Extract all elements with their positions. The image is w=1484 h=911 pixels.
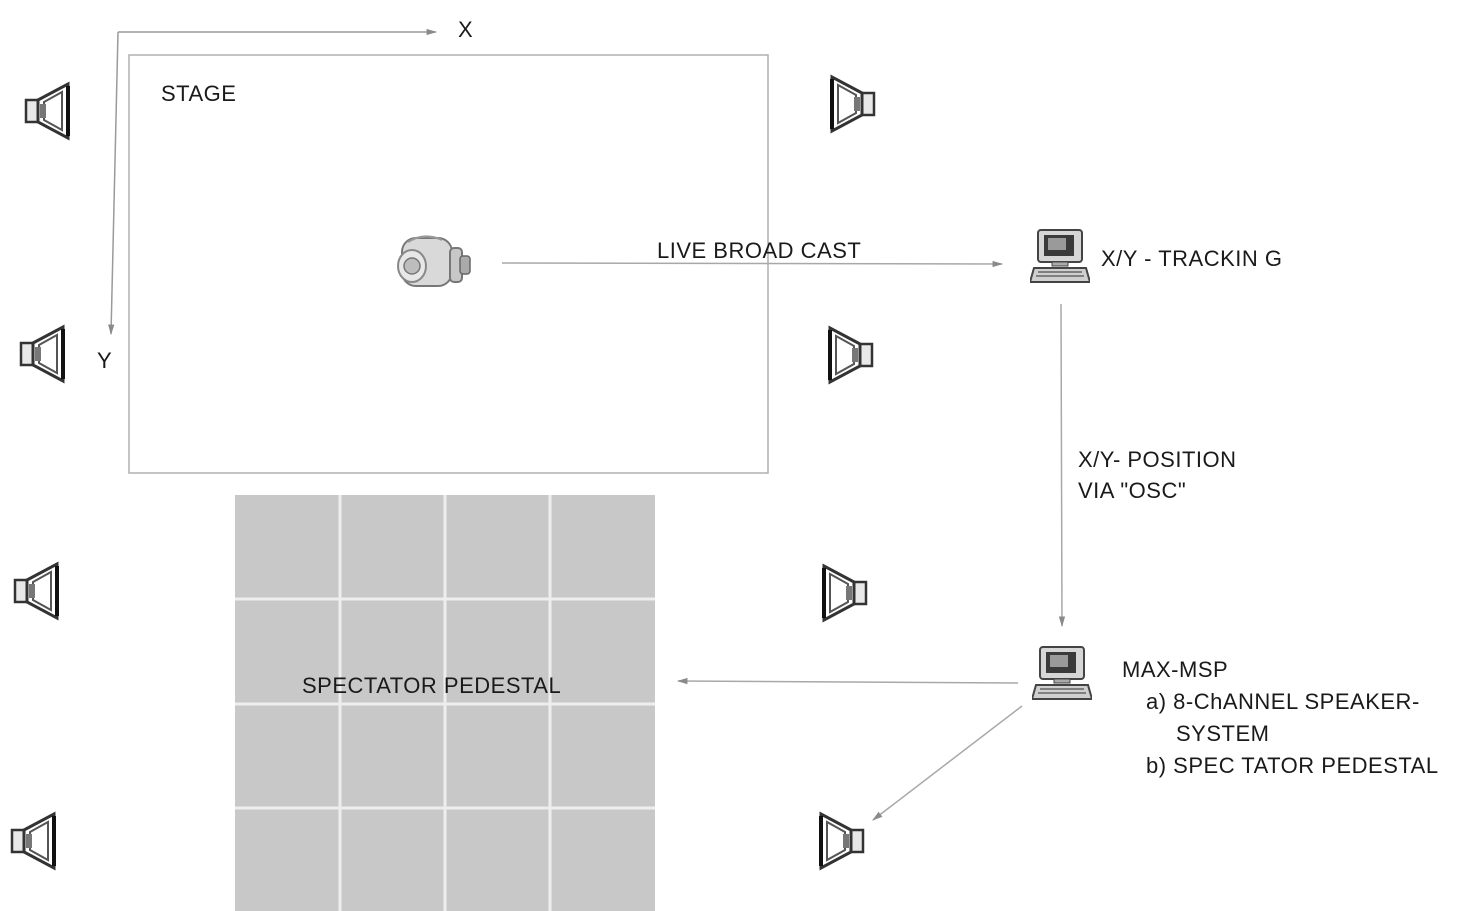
speaker-icon: [830, 75, 876, 133]
maxmsp-item-b: b) SPEC TATOR PEDESTAL: [1146, 753, 1439, 778]
maxmsp-computer-icon: [1032, 646, 1092, 700]
maxmsp-title: MAX-MSP: [1122, 657, 1228, 682]
speaker-icon: [819, 812, 865, 870]
speaker-icon: [10, 812, 56, 870]
position-label-line2: VIA "OSC": [1078, 478, 1186, 503]
live-broadcast-arrow: [501, 260, 1004, 268]
video-camera-icon: [397, 235, 471, 287]
maxmsp-item-a-line2: SYSTEM: [1176, 721, 1269, 746]
speaker-icon: [13, 562, 59, 620]
tracking-computer-icon: [1030, 229, 1090, 283]
pedestal-label: SPECTATOR PEDESTAL: [302, 673, 561, 698]
y-axis-line: [108, 31, 119, 336]
speaker-icon: [19, 325, 65, 383]
y-axis-label: Y: [97, 348, 112, 373]
speaker-icon: [828, 326, 874, 384]
speaker-icon: [822, 564, 868, 622]
tracking-label: X/Y - TRACKIN G: [1101, 246, 1283, 271]
speaker-control-arrow: [872, 705, 1023, 821]
osc-position-arrow: [1058, 303, 1066, 628]
pedestal-control-arrow: [676, 677, 1019, 685]
position-label-line1: X/Y- POSITION: [1078, 447, 1237, 472]
stage-label: STAGE: [161, 81, 236, 106]
x-axis-label: X: [458, 17, 473, 42]
maxmsp-item-a-line1: a) 8-ChANNEL SPEAKER-: [1146, 689, 1420, 714]
spectator-pedestal: [235, 495, 655, 911]
live-broadcast-label: LIVE BROAD CAST: [657, 238, 861, 263]
speaker-icon: [24, 82, 70, 140]
